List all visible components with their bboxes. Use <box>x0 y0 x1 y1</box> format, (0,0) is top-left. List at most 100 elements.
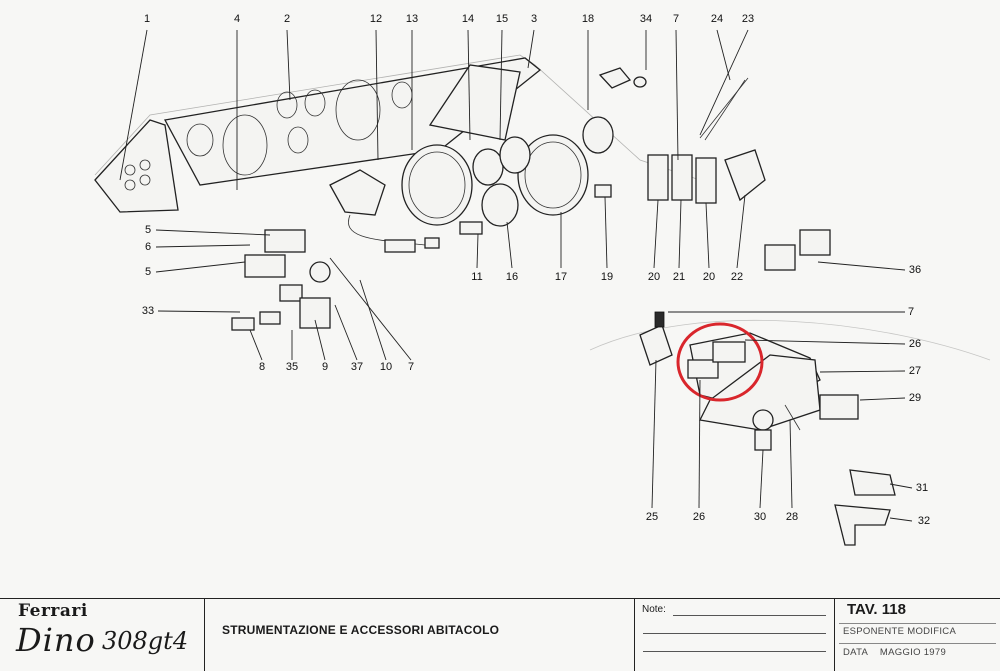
leader-line <box>155 244 251 248</box>
part-number-label: 8 <box>259 361 265 373</box>
leader-line <box>653 199 659 269</box>
instrument-panel <box>94 57 542 213</box>
part-number-label: 26 <box>909 338 921 350</box>
part-number-label: 10 <box>380 361 392 373</box>
leader-line <box>499 29 503 141</box>
part-number-label: 35 <box>286 361 298 373</box>
leader-line <box>678 199 682 269</box>
leader-line <box>604 196 608 269</box>
part-number-label: 1 <box>144 13 150 25</box>
part-number-label: 20 <box>703 271 715 283</box>
leader-line <box>736 194 746 269</box>
part-number-label: 29 <box>909 392 921 404</box>
part-number-label: 25 <box>646 511 658 523</box>
leader-line <box>699 29 749 136</box>
leader-line <box>889 483 913 489</box>
highlight-circle <box>676 322 764 402</box>
part-number-label: 36 <box>909 264 921 276</box>
toggle-switches <box>647 77 831 271</box>
part-number-label: 30 <box>754 511 766 523</box>
leader-line <box>789 419 793 509</box>
date-field: DATA MAGGIO 1979 <box>843 647 946 658</box>
leader-line <box>859 397 906 401</box>
date-value: MAGGIO 1979 <box>879 647 947 658</box>
part-number-label: 7 <box>408 361 414 373</box>
part-number-label: 9 <box>322 361 328 373</box>
leader-line <box>506 221 513 269</box>
part-number-label: 33 <box>142 305 154 317</box>
notes-line <box>643 633 826 634</box>
title-block: Ferrari Dino 308gt4 STRUMENTAZIONE E ACC… <box>0 598 1000 671</box>
leader-line <box>329 257 412 361</box>
part-number-label: 6 <box>145 241 151 253</box>
part-number-label: 28 <box>786 511 798 523</box>
console-assembly <box>639 311 896 546</box>
notes-label: Note: <box>642 604 666 615</box>
part-number-label: 7 <box>908 306 914 318</box>
part-number-label: 3 <box>531 13 537 25</box>
part-number-label: 31 <box>916 482 928 494</box>
model-variant: 308gt4 <box>102 627 189 655</box>
part-number-label: 5 <box>145 224 151 236</box>
leader-line <box>467 29 471 141</box>
leader-line <box>716 29 731 81</box>
leader-line <box>157 310 241 313</box>
part-number-label: 34 <box>640 13 652 25</box>
leader-line <box>817 261 906 271</box>
leader-line <box>375 29 379 161</box>
part-number-label: 21 <box>673 271 685 283</box>
leader-line <box>675 29 679 161</box>
leader-line <box>155 261 246 273</box>
part-number-label: 2 <box>284 13 290 25</box>
meta-divider <box>839 623 996 624</box>
leader-line <box>759 449 764 509</box>
part-number-label: 37 <box>351 361 363 373</box>
leader-line <box>119 29 148 181</box>
part-number-label: 17 <box>555 271 567 283</box>
part-number-label: 5 <box>145 266 151 278</box>
table-description: STRUMENTAZIONE E ACCESSORI ABITACOLO <box>222 623 500 637</box>
date-label: DATA <box>843 647 869 658</box>
part-number-label: 23 <box>742 13 754 25</box>
table-number: TAV. 118 <box>847 601 906 618</box>
notes-cell: Note: <box>635 599 835 671</box>
leader-line <box>889 517 913 522</box>
part-number-label: 16 <box>506 271 518 283</box>
leader-line <box>314 319 326 361</box>
part-number-label: 7 <box>673 13 679 25</box>
part-number-label: 15 <box>496 13 508 25</box>
notes-line <box>643 651 826 652</box>
leader-line <box>249 329 263 361</box>
part-number-label: 4 <box>234 13 240 25</box>
brand-logo: Ferrari Dino 308gt4 <box>0 599 205 671</box>
leader-line <box>744 339 906 345</box>
leader-line <box>651 359 657 509</box>
part-number-label: 20 <box>648 271 660 283</box>
leader-line <box>359 279 387 361</box>
description-cell: STRUMENTAZIONE E ACCESSORI ABITACOLO <box>205 599 635 671</box>
table-meta-cell: TAV. 118 ESPONENTE MODIFICA DATA MAGGIO … <box>835 599 1000 671</box>
part-number-label: 24 <box>711 13 723 25</box>
leader-line <box>705 202 710 269</box>
part-number-label: 27 <box>909 365 921 377</box>
part-number-label: 18 <box>582 13 594 25</box>
part-number-label: 12 <box>370 13 382 25</box>
leader-line <box>698 379 701 509</box>
leader-line <box>286 29 291 101</box>
meta-divider <box>839 643 996 644</box>
brand-name: Ferrari <box>18 601 88 621</box>
left-switches <box>231 229 416 331</box>
leader-line <box>334 304 358 361</box>
leader-line <box>155 229 271 236</box>
notes-line <box>673 615 826 616</box>
leader-line <box>527 29 535 69</box>
exponent-label: ESPONENTE MODIFICA <box>843 626 957 637</box>
part-number-label: 19 <box>601 271 613 283</box>
part-number-label: 11 <box>471 271 482 283</box>
model-name: Dino <box>16 621 96 659</box>
leader-lines <box>119 29 913 522</box>
part-number-label: 13 <box>406 13 418 25</box>
